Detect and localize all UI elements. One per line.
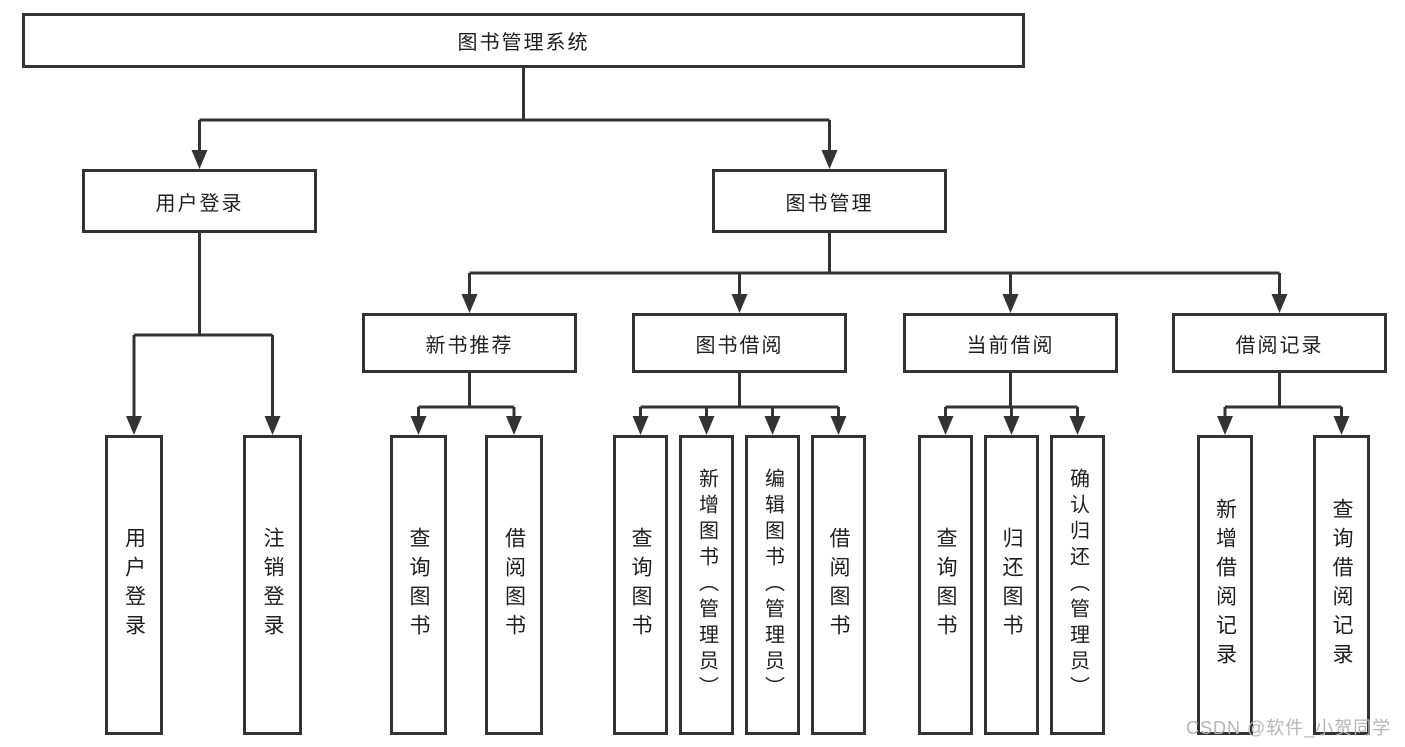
leaf-user-login-label: 用户登录 [122, 527, 146, 643]
arrow-down-icon [126, 416, 142, 435]
leaf-query-borrow-record-label: 查询借阅记录 [1330, 498, 1353, 672]
edge-borrow-records-to-leaves [1217, 373, 1350, 435]
edge-current-borrow-to-leaves [937, 373, 1086, 435]
arrow-down-icon [698, 416, 715, 435]
node-root: 图书管理系统 [22, 13, 1025, 68]
leaf-logout: 注销登录 [243, 435, 302, 735]
arrow-down-icon [731, 294, 748, 313]
csdn-watermark: CSDN @软件_小贺同学 [1186, 718, 1392, 738]
node-book-mgmt-label: 图书管理 [785, 192, 874, 215]
leaf-query-book-2-label: 查询图书 [629, 527, 652, 643]
node-book-borrow-label: 图书借阅 [695, 334, 784, 357]
node-user-login: 用户登录 [82, 169, 317, 233]
arrow-down-icon [821, 150, 838, 169]
node-borrow-records: 借阅记录 [1172, 313, 1387, 373]
arrow-down-icon [264, 416, 281, 435]
leaf-borrow-book-1-label: 借阅图书 [502, 527, 526, 643]
node-root-label: 图书管理系统 [457, 32, 590, 54]
leaf-add-book: 新增图书（管理员） [679, 435, 734, 735]
arrow-down-icon [1217, 416, 1233, 435]
arrow-down-icon [937, 416, 954, 435]
edge-user-login-to-leaves [126, 233, 281, 435]
edge-root-to-level2 [191, 68, 838, 169]
leaf-confirm-return-label: 确认归还（管理员） [1066, 468, 1089, 702]
leaf-logout-label: 注销登录 [261, 527, 284, 643]
leaf-user-login: 用户登录 [105, 435, 163, 735]
leaf-return-book: 归还图书 [984, 435, 1039, 735]
leaf-query-book-1-label: 查询图书 [407, 527, 430, 643]
node-borrow-records-label: 借阅记录 [1235, 334, 1324, 357]
leaf-borrow-book-1: 借阅图书 [485, 435, 543, 735]
leaf-query-book-1: 查询图书 [390, 435, 447, 735]
leaf-edit-book-label: 编辑图书（管理员） [761, 468, 784, 702]
node-user-login-label: 用户登录 [155, 192, 244, 215]
arrow-down-icon [1002, 294, 1019, 313]
arrow-down-icon [410, 416, 427, 435]
edge-book-borrow-to-leaves [632, 373, 847, 435]
arrow-down-icon [632, 416, 649, 435]
arrow-down-icon [1271, 294, 1288, 313]
leaf-query-book-3-label: 查询图书 [934, 527, 957, 643]
leaf-query-book-3: 查询图书 [918, 435, 973, 735]
leaf-add-borrow-record: 新增借阅记录 [1197, 435, 1253, 735]
node-book-borrow: 图书借阅 [632, 313, 847, 373]
leaf-return-book-label: 归还图书 [1000, 527, 1023, 643]
node-current-borrow-label: 当前借阅 [966, 334, 1055, 357]
node-book-mgmt: 图书管理 [712, 169, 947, 233]
arrow-down-icon [506, 416, 522, 435]
leaf-confirm-return: 确认归还（管理员） [1050, 435, 1105, 735]
edge-book-mgmt-to-level3 [461, 233, 1288, 313]
node-current-borrow: 当前借阅 [903, 313, 1118, 373]
leaf-borrow-book-2: 借阅图书 [811, 435, 866, 735]
arrow-down-icon [764, 416, 781, 435]
arrow-down-icon [461, 294, 478, 313]
arrow-down-icon [1333, 416, 1350, 435]
arrow-down-icon [1003, 416, 1020, 435]
edge-new-book-rec-to-leaves [410, 373, 522, 435]
arrow-down-icon [1069, 416, 1086, 435]
arrow-down-icon [830, 416, 847, 435]
arrow-down-icon [191, 150, 208, 169]
leaf-borrow-book-2-label: 借阅图书 [827, 527, 850, 643]
leaf-add-borrow-record-label: 新增借阅记录 [1213, 498, 1237, 672]
leaf-query-book-2: 查询图书 [613, 435, 668, 735]
node-new-book-rec: 新书推荐 [362, 313, 577, 373]
node-new-book-rec-label: 新书推荐 [425, 334, 514, 357]
leaf-add-book-label: 新增图书（管理员） [695, 468, 718, 702]
leaf-query-borrow-record: 查询借阅记录 [1313, 435, 1370, 735]
leaf-edit-book: 编辑图书（管理员） [745, 435, 800, 735]
